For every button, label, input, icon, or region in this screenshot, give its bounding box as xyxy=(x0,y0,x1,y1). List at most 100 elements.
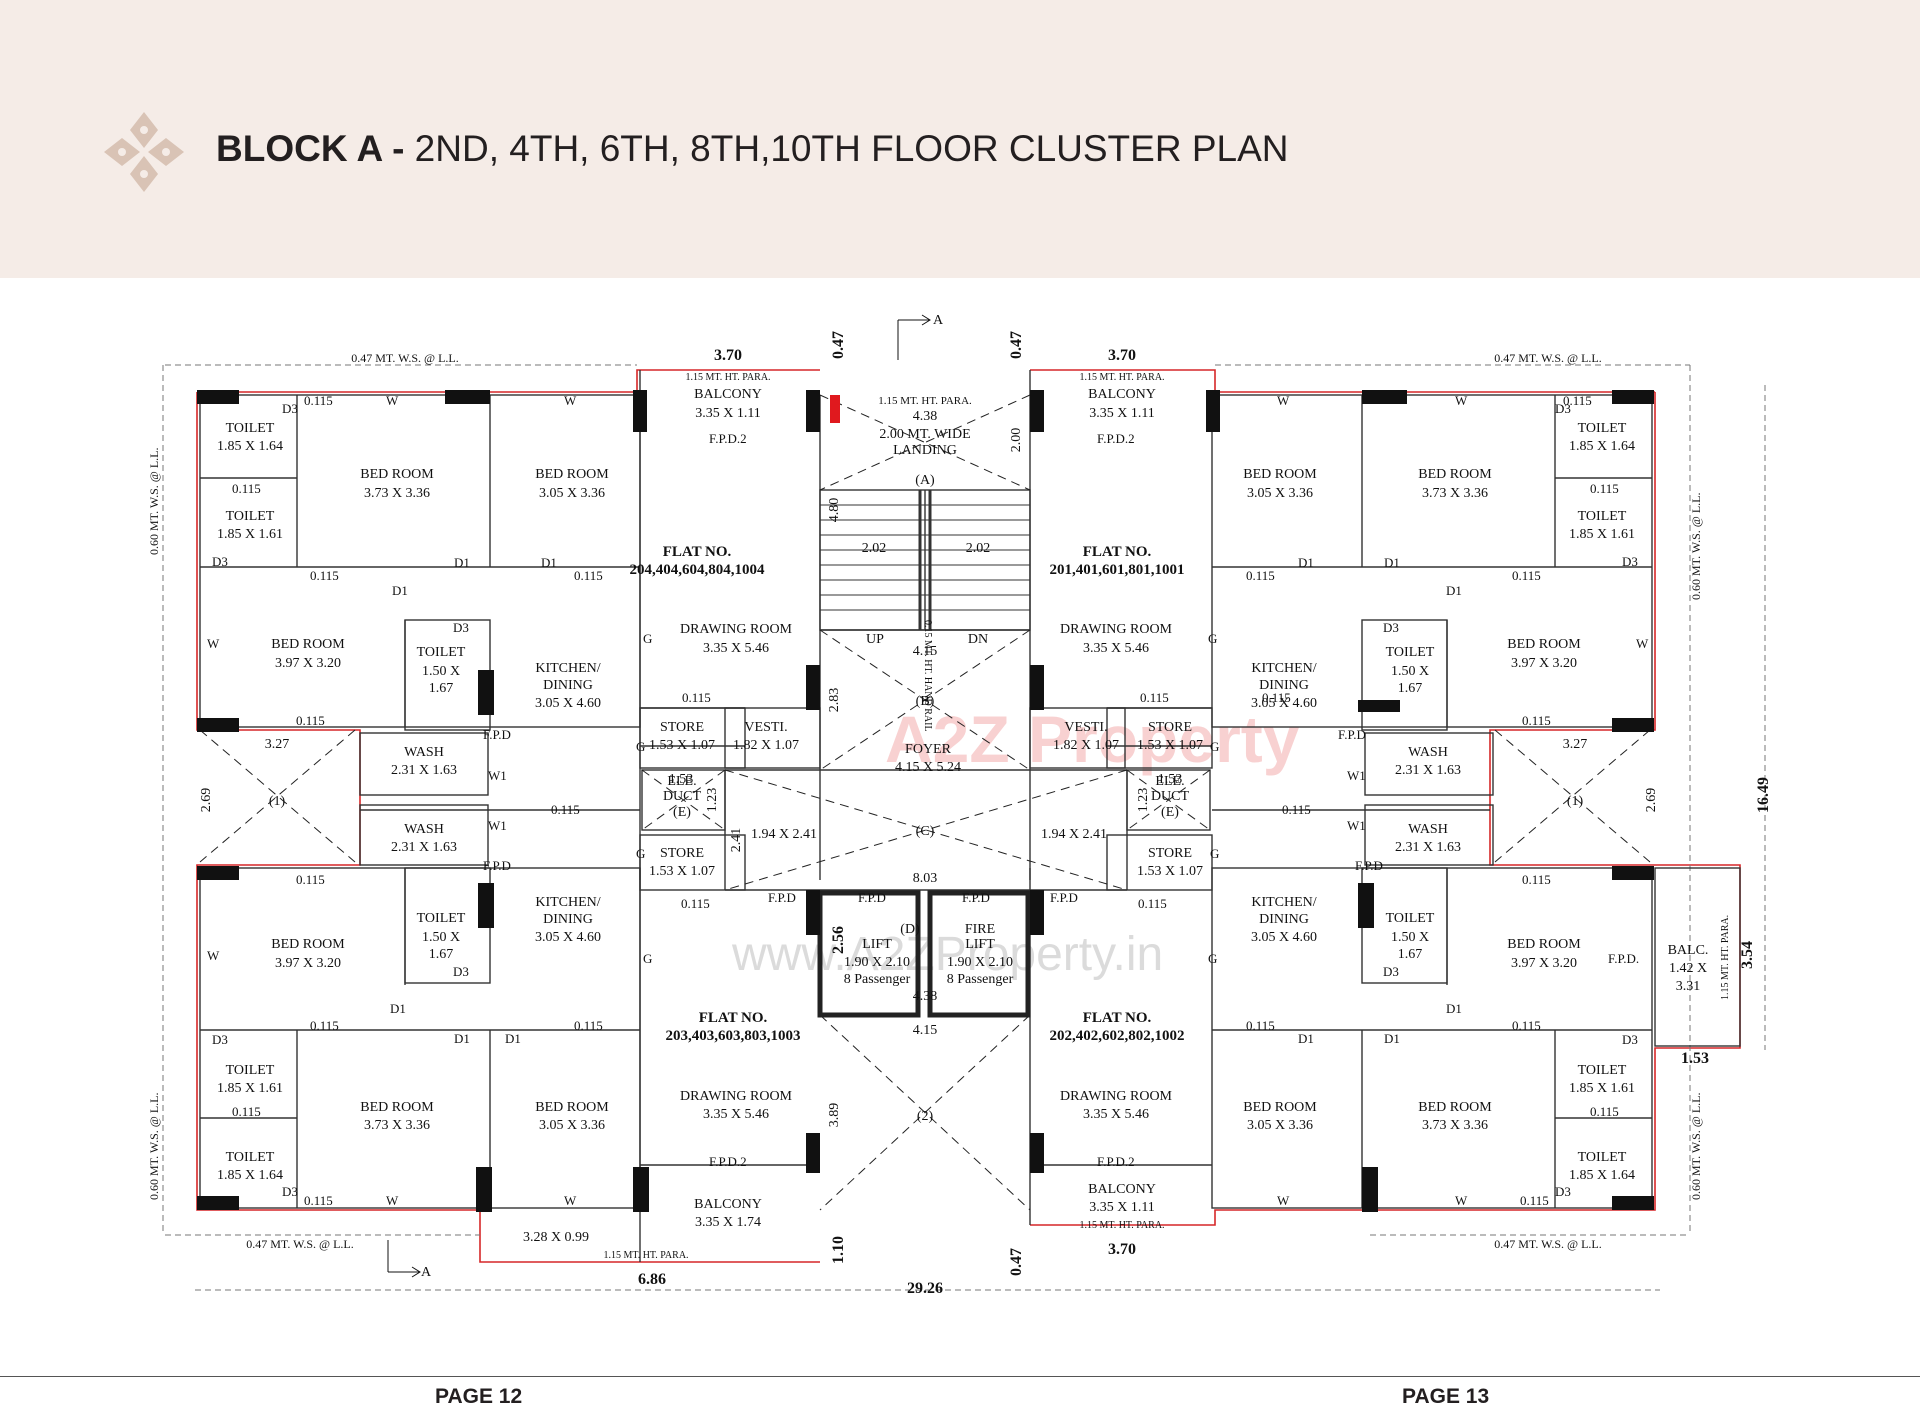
svg-text:DN: DN xyxy=(968,632,988,647)
svg-text:1.90 X 2.10: 1.90 X 2.10 xyxy=(947,955,1013,970)
svg-text:3.97 X 3.20: 3.97 X 3.20 xyxy=(275,656,341,671)
diamond-petal-logo-icon xyxy=(104,112,184,192)
svg-text:W: W xyxy=(564,1193,577,1208)
svg-text:G: G xyxy=(636,846,645,861)
staircase xyxy=(820,489,1030,630)
svg-text:0.115: 0.115 xyxy=(232,1104,261,1119)
walls xyxy=(199,370,1741,1262)
svg-text:TOILET: TOILET xyxy=(417,645,466,660)
svg-text:3.89: 3.89 xyxy=(827,1103,842,1128)
svg-text:2.56: 2.56 xyxy=(830,926,847,954)
svg-text:G: G xyxy=(636,739,645,754)
svg-text:D3: D3 xyxy=(453,964,469,979)
svg-text:0.60 MT. W.S. @ L.L.: 0.60 MT. W.S. @ L.L. xyxy=(1689,1092,1703,1200)
svg-text:3.35 X 5.46: 3.35 X 5.46 xyxy=(703,1107,769,1122)
section-arrows xyxy=(387,314,931,1278)
svg-text:D1: D1 xyxy=(392,583,408,598)
svg-text:1.85 X 1.64: 1.85 X 1.64 xyxy=(1569,1168,1635,1183)
svg-text:0.115: 0.115 xyxy=(310,568,339,583)
svg-text:BED ROOM: BED ROOM xyxy=(1243,1100,1317,1115)
svg-text:DUCT: DUCT xyxy=(1151,789,1190,804)
svg-text:KITCHEN/: KITCHEN/ xyxy=(535,895,600,910)
svg-text:G: G xyxy=(1208,951,1217,966)
svg-text:UP: UP xyxy=(866,632,884,647)
svg-text:0.60 MT. W.S. @ L.L.: 0.60 MT. W.S. @ L.L. xyxy=(147,1092,161,1200)
svg-text:BALCONY: BALCONY xyxy=(694,387,762,402)
svg-text:2.31 X 1.63: 2.31 X 1.63 xyxy=(1395,763,1461,778)
svg-text:0.15 MT. HT. HAND RAIL: 0.15 MT. HT. HAND RAIL xyxy=(922,620,933,732)
svg-text:3.35 X 5.46: 3.35 X 5.46 xyxy=(1083,641,1149,656)
svg-text:WASH: WASH xyxy=(404,745,444,760)
flat-label-bl: FLAT NO. xyxy=(699,1010,768,1026)
svg-text:F.P.D: F.P.D xyxy=(1338,727,1366,742)
svg-text:3.97 X 3.20: 3.97 X 3.20 xyxy=(275,956,341,971)
svg-text:(C): (C) xyxy=(916,824,935,839)
svg-text:2.02: 2.02 xyxy=(966,541,991,556)
svg-text:3.73 X 3.36: 3.73 X 3.36 xyxy=(1422,1118,1488,1133)
svg-text:G: G xyxy=(643,951,652,966)
svg-text:0.47 MT. W.S. @ L.L.: 0.47 MT. W.S. @ L.L. xyxy=(1494,1237,1602,1251)
svg-text:F.P.D: F.P.D xyxy=(483,858,511,873)
svg-text:1.85 X 1.61: 1.85 X 1.61 xyxy=(217,1081,283,1096)
svg-text:1.53 X 1.07: 1.53 X 1.07 xyxy=(649,864,715,879)
svg-text:FOYER: FOYER xyxy=(905,742,952,757)
svg-text:3.35 X 1.11: 3.35 X 1.11 xyxy=(1089,1200,1155,1215)
svg-text:W1: W1 xyxy=(1347,768,1366,783)
svg-text:0.115: 0.115 xyxy=(551,802,580,817)
svg-text:2.00 MT. WIDE: 2.00 MT. WIDE xyxy=(879,427,970,442)
svg-text:0.115: 0.115 xyxy=(232,481,261,496)
svg-text:LANDING: LANDING xyxy=(893,443,957,458)
svg-text:0.115: 0.115 xyxy=(574,1018,603,1033)
svg-text:3.27: 3.27 xyxy=(1563,737,1588,752)
svg-text:FIRE: FIRE xyxy=(965,922,995,937)
svg-text:3.31: 3.31 xyxy=(1676,979,1701,994)
svg-text:3.35 X 1.11: 3.35 X 1.11 xyxy=(1089,406,1155,421)
flat-label-tl: FLAT NO. xyxy=(663,544,732,560)
svg-text:1.82 X 1.07: 1.82 X 1.07 xyxy=(1053,738,1119,753)
svg-text:3.35 X 5.46: 3.35 X 5.46 xyxy=(1083,1107,1149,1122)
svg-text:D3: D3 xyxy=(1622,554,1638,569)
svg-text:D3: D3 xyxy=(1383,964,1399,979)
svg-text:TOILET: TOILET xyxy=(226,509,275,524)
svg-text:1.15 MT. HT. PARA.: 1.15 MT. HT. PARA. xyxy=(1720,915,1731,1000)
svg-text:F.P.D.2: F.P.D.2 xyxy=(709,1154,747,1169)
svg-text:3.05 X 4.60: 3.05 X 4.60 xyxy=(1251,696,1317,711)
svg-text:D1: D1 xyxy=(454,555,470,570)
svg-text:ELE.: ELE. xyxy=(1155,774,1184,789)
svg-text:1.53 X 1.07: 1.53 X 1.07 xyxy=(1137,864,1203,879)
svg-text:8 Passenger: 8 Passenger xyxy=(844,972,911,987)
svg-text:0.115: 0.115 xyxy=(1522,713,1551,728)
svg-text:1.50 X: 1.50 X xyxy=(422,664,460,679)
core-labels: 2.00 MT. WIDE LANDING (A) (B) FOYER 4.15… xyxy=(269,313,1584,1280)
svg-text:2.31 X 1.63: 2.31 X 1.63 xyxy=(391,763,457,778)
header-band: BLOCK A - 2ND, 4TH, 6TH, 8TH,10TH FLOOR … xyxy=(0,0,1920,278)
svg-text:(D): (D) xyxy=(900,922,920,937)
svg-text:W1: W1 xyxy=(488,818,507,833)
svg-text:TOILET: TOILET xyxy=(1578,1150,1627,1165)
svg-text:0.47: 0.47 xyxy=(1008,1248,1025,1276)
dimensions: 3.70 3.70 3.70 0.47 0.47 0.47 4.38 4.38 … xyxy=(199,331,1772,1297)
svg-text:(1): (1) xyxy=(1567,794,1584,809)
svg-text:G: G xyxy=(1210,846,1219,861)
svg-text:D1: D1 xyxy=(505,1031,521,1046)
svg-text:29.26: 29.26 xyxy=(907,1280,943,1297)
svg-text:2.00: 2.00 xyxy=(1009,428,1024,453)
svg-text:0.115: 0.115 xyxy=(574,568,603,583)
svg-text:0.115: 0.115 xyxy=(296,713,325,728)
rooms-top-left: TOILET 1.85 X 1.64 TOILET 1.85 X 1.61 BE… xyxy=(217,387,817,879)
svg-text:4.38: 4.38 xyxy=(913,989,938,1004)
svg-text:2.69: 2.69 xyxy=(1644,788,1659,813)
svg-text:D3: D3 xyxy=(282,401,298,416)
svg-text:3.73 X 3.36: 3.73 X 3.36 xyxy=(364,486,430,501)
svg-text:0.115: 0.115 xyxy=(681,896,710,911)
svg-text:1.42 X: 1.42 X xyxy=(1669,961,1707,976)
svg-text:BED ROOM: BED ROOM xyxy=(1243,467,1317,482)
svg-text:0.115: 0.115 xyxy=(1246,1018,1275,1033)
svg-text:D1: D1 xyxy=(454,1031,470,1046)
svg-text:0.60 MT. W.S. @ L.L.: 0.60 MT. W.S. @ L.L. xyxy=(1689,492,1703,600)
flat-nums-br: 202,402,602,802,1002 xyxy=(1050,1028,1185,1044)
svg-text:DINING: DINING xyxy=(543,678,593,693)
svg-text:BED ROOM: BED ROOM xyxy=(271,637,345,652)
svg-text:A: A xyxy=(933,313,944,328)
svg-text:1.85 X 1.64: 1.85 X 1.64 xyxy=(217,1168,283,1183)
